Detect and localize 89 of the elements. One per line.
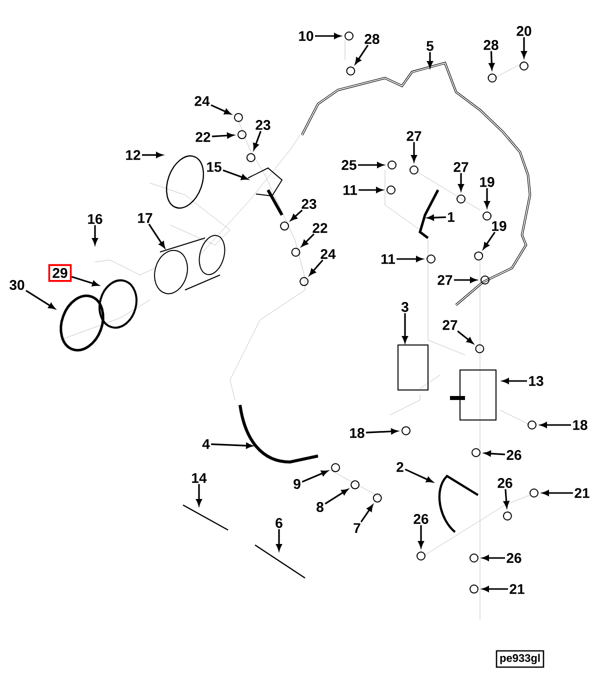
arrow [504, 489, 510, 508]
callout-number: 4 [202, 439, 210, 449]
callout-number: 25 [342, 160, 356, 170]
callout-number: 9 [294, 479, 300, 489]
callout-number: 10 [299, 31, 314, 41]
arrow [502, 378, 528, 384]
arrow [366, 428, 398, 434]
arrow [427, 214, 446, 221]
callout-number: 17 [138, 213, 152, 223]
arrow [276, 529, 282, 551]
callout-number: 20 [516, 26, 532, 36]
callout-number: 28 [364, 34, 380, 44]
arrow [482, 555, 506, 561]
arrow [210, 104, 231, 114]
arrow [458, 173, 464, 191]
callout-number: 14 [192, 473, 207, 483]
callout-number: 19 [492, 221, 506, 231]
callout-number: 26 [506, 553, 522, 563]
callout-number: 18 [573, 420, 588, 430]
callout-number: 1 [448, 212, 455, 222]
arrow [253, 130, 262, 150]
callout-number: 13 [529, 376, 544, 386]
arrow [212, 132, 234, 138]
callout-number: 26 [414, 514, 428, 524]
arrow [196, 484, 202, 506]
arrow [222, 170, 248, 180]
callout-number: 27 [406, 131, 422, 141]
callout-number: 15 [207, 162, 222, 172]
arrow [482, 586, 508, 592]
arrow [315, 33, 341, 39]
arrow [302, 470, 328, 483]
callout-number: 2 [396, 462, 404, 472]
figure-id-box: pe933gl [496, 650, 544, 668]
arrow [301, 234, 314, 247]
callout-number: 12 [126, 150, 140, 160]
arrow [358, 162, 384, 168]
arrow [540, 422, 572, 428]
arrow [521, 37, 527, 58]
arrow [457, 330, 474, 344]
arrow [404, 468, 433, 482]
arrow [309, 260, 324, 276]
arrow [71, 276, 99, 286]
callout-number: 27 [454, 162, 468, 172]
callout-number: 24 [320, 249, 336, 259]
callout-number: 22 [312, 223, 328, 233]
callout-number: 21 [574, 488, 590, 498]
arrow [542, 490, 574, 496]
callout-number: 30 [10, 280, 24, 290]
callout-number: 27 [442, 320, 458, 330]
arrow [454, 277, 477, 283]
callout-number: 18 [350, 428, 364, 438]
arrow [483, 232, 496, 250]
arrow [411, 142, 417, 162]
arrow [402, 313, 408, 343]
arrow [488, 51, 495, 70]
arrow [360, 504, 373, 522]
callout-number: 11 [381, 254, 396, 264]
arrow [92, 225, 98, 245]
arrow [358, 187, 383, 193]
arrow [418, 525, 424, 548]
arrow [324, 488, 348, 504]
callout-number: 7 [354, 523, 360, 533]
callout-number: 3 [401, 302, 408, 312]
callout-number: 16 [88, 214, 102, 224]
callout-number: 26 [498, 478, 512, 488]
arrow [26, 290, 56, 310]
callout-number: 24 [194, 96, 210, 106]
callout-number: 8 [316, 502, 324, 512]
callout-number: 26 [506, 450, 522, 460]
callout-number: 11 [343, 185, 358, 195]
callout-number: 5 [426, 41, 434, 51]
arrow [142, 152, 163, 158]
arrow [211, 442, 253, 449]
arrow [396, 256, 423, 262]
callout-number: 21 [510, 584, 524, 594]
arrow [484, 188, 490, 208]
arrow [148, 224, 166, 248]
callout-number: 6 [276, 518, 282, 528]
arrow [354, 44, 369, 64]
callout-number: 23 [302, 199, 316, 209]
arrow [484, 450, 506, 456]
callout-number: 27 [438, 275, 452, 285]
callout-box: 29 [48, 264, 72, 282]
arrow [290, 210, 303, 221]
callout-number: 19 [480, 177, 494, 187]
callout-number: 23 [256, 120, 270, 130]
arrow [427, 52, 433, 68]
callout-number: 28 [484, 40, 498, 50]
callout-number: 22 [196, 132, 210, 142]
